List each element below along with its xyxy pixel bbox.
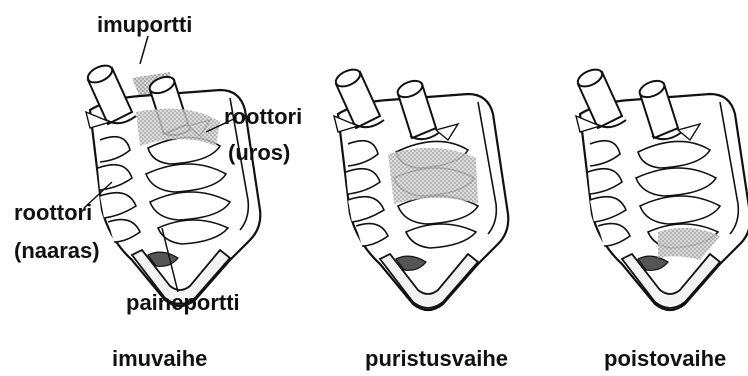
intake-phase-caption: imuvaihe <box>112 346 207 372</box>
discharge-phase-drawing <box>575 66 748 310</box>
compression-volume-shading <box>388 148 478 204</box>
intake-port-leader <box>140 36 148 64</box>
intake-port-label: imuportti <box>97 12 192 38</box>
female-rotor-label: roottori <box>14 200 92 226</box>
female-rotor-sublabel: (naaras) <box>14 238 100 264</box>
compression-phase-drawing <box>333 66 508 310</box>
compression-phase-caption: puristusvaihe <box>365 346 508 372</box>
discharge-port-label: paineportti <box>126 290 240 316</box>
male-rotor-sublabel: (uros) <box>228 140 290 166</box>
discharge-phase-caption: poistovaihe <box>604 346 726 372</box>
male-rotor-label: roottori <box>224 104 302 130</box>
